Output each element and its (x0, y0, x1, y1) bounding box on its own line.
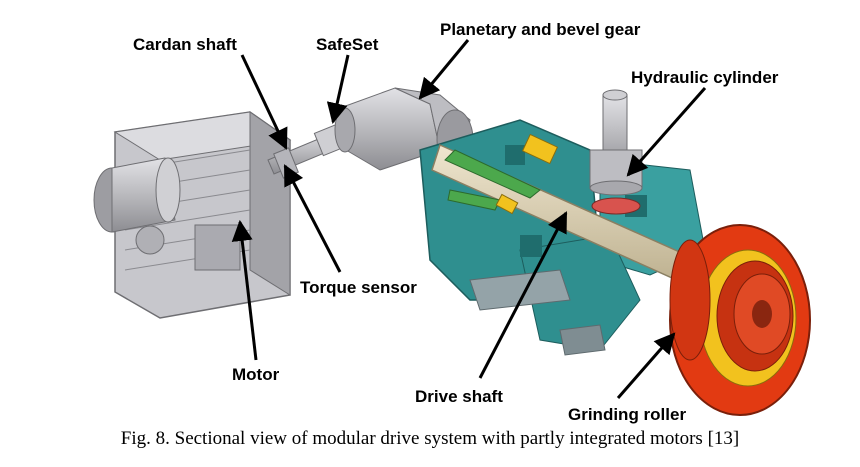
label-hydraulic-cylinder: Hydraulic cylinder (631, 68, 779, 87)
drive-system-diagram (93, 39, 811, 416)
label-torque-sensor: Torque sensor (300, 278, 417, 297)
grinding-roller-part (669, 224, 811, 416)
label-grinding-roller: Grinding roller (568, 405, 687, 424)
label-motor: Motor (232, 365, 280, 384)
motor-part (93, 111, 292, 319)
label-planetary-gear: Planetary and bevel gear (440, 20, 641, 39)
label-cardan-shaft: Cardan shaft (133, 35, 237, 54)
pointer-arrows (231, 39, 707, 399)
label-safeset: SafeSet (316, 35, 379, 54)
label-drive-shaft: Drive shaft (415, 387, 503, 406)
figure-caption: Fig. 8. Sectional view of modular drive … (120, 428, 740, 449)
